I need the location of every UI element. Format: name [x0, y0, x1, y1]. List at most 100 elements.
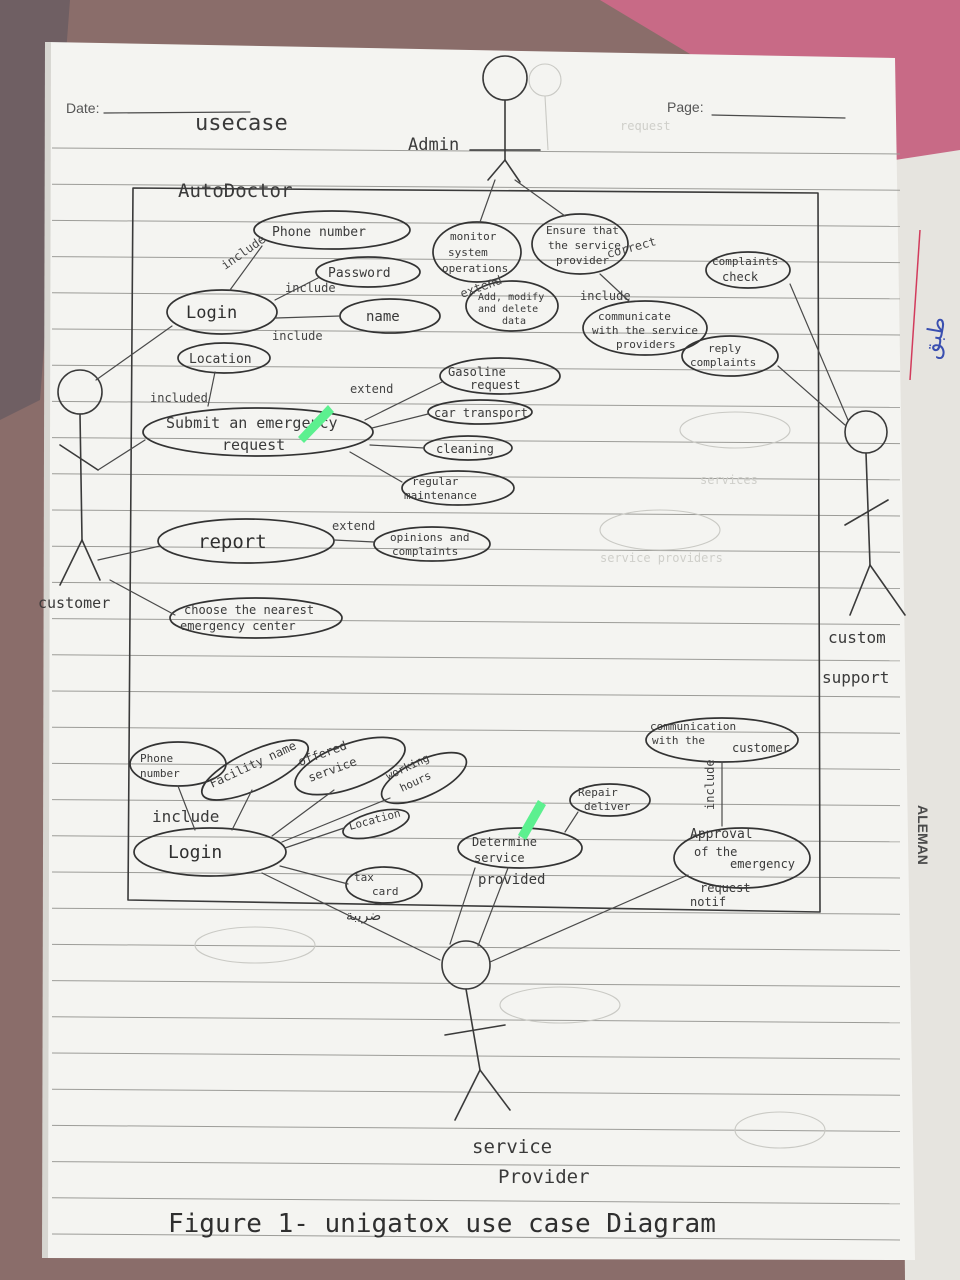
- brand-label: ALEMAN: [915, 805, 931, 865]
- svg-text:check: check: [722, 270, 759, 284]
- actor-provider-label-2: Provider: [498, 1166, 590, 1188]
- ruled-line: [51, 256, 901, 264]
- svg-text:services: services: [700, 473, 758, 487]
- svg-text:maintenance: maintenance: [404, 489, 477, 502]
- ruled-line: [51, 871, 901, 879]
- page-label: Page:: [667, 99, 704, 115]
- svg-text:include: include: [285, 281, 336, 295]
- svg-text:extend: extend: [350, 382, 393, 396]
- ruled-line: [51, 980, 901, 988]
- usecase-tax-card: tax card: [345, 866, 423, 904]
- svg-text:Phone number: Phone number: [272, 225, 366, 240]
- usecase-communicate-providers: communicate with the service providers: [582, 300, 708, 356]
- svg-text:opinions and: opinions and: [390, 531, 469, 544]
- paper: [45, 42, 915, 1260]
- usecase-submit-emergency: Submit an emergency request: [142, 405, 374, 457]
- ruled-line: [51, 183, 901, 191]
- svg-text:service: service: [474, 851, 525, 865]
- svg-text:communicate: communicate: [598, 310, 671, 323]
- usecase-complaints-check: complaints check: [705, 251, 791, 289]
- svg-text:Approval: Approval: [690, 827, 753, 842]
- usecase-approval-request: Approval of the emergency request notif: [673, 827, 811, 909]
- actor-customer-label: customer: [38, 594, 110, 612]
- next-page: [895, 150, 960, 1280]
- ruled-lines: [51, 147, 901, 1241]
- svg-text:Phone: Phone: [140, 752, 173, 765]
- usecase-car-transport: car transport: [427, 399, 533, 425]
- arabic-note: ضريبة: [346, 908, 381, 924]
- system-name: AutoDoctor: [178, 180, 292, 202]
- svg-text:report: report: [198, 531, 267, 553]
- date-label: Date:: [66, 100, 99, 116]
- svg-text:emergency center: emergency center: [180, 619, 296, 633]
- customer-associations: [95, 325, 176, 616]
- ruled-line: [51, 1197, 901, 1205]
- svg-text:extend: extend: [332, 519, 375, 533]
- svg-text:Login: Login: [186, 303, 237, 323]
- ruled-line: [51, 147, 901, 155]
- ruled-line: [51, 762, 901, 770]
- ruled-line: [51, 618, 901, 626]
- actor-provider-label-1: service: [472, 1136, 552, 1158]
- svg-text:name: name: [366, 309, 400, 325]
- ruled-line: [51, 1124, 901, 1132]
- ruled-line: [51, 835, 901, 843]
- usecase-choose-nearest: choose the nearest emergency center: [169, 597, 343, 639]
- ruled-line: [51, 219, 901, 227]
- actor-admin: [469, 55, 562, 183]
- svg-text:request: request: [620, 119, 671, 133]
- svg-text:provider: provider: [556, 254, 609, 267]
- svg-text:customer: customer: [732, 741, 790, 755]
- ruled-line: [51, 1052, 901, 1060]
- faint-background-drawings: services service providers request: [194, 119, 826, 1149]
- actor-support-label-1: custom: [828, 628, 886, 647]
- svg-text:Gasoline: Gasoline: [448, 365, 506, 379]
- paper-edge: [42, 41, 51, 1259]
- page-line: [711, 114, 846, 119]
- actor-customer: [57, 369, 103, 586]
- include-label-sp: include: [152, 807, 219, 826]
- svg-text:provided: provided: [478, 872, 545, 888]
- ruled-line: [51, 364, 901, 372]
- svg-text:Determine: Determine: [472, 835, 537, 849]
- svg-text:include: include: [580, 289, 631, 303]
- usecase-report: report: [157, 518, 335, 564]
- usecase-password: Password: [315, 256, 421, 288]
- svg-text:included: included: [150, 391, 208, 405]
- support-associations: [777, 283, 849, 426]
- svg-text:complaints: complaints: [712, 255, 778, 268]
- svg-text:include: include: [272, 329, 323, 343]
- usecase-monitor-operations: monitor system operations: [432, 221, 522, 283]
- usecase-sp-login: Login: [133, 827, 287, 877]
- usecase-phone-number: Phone number: [253, 210, 411, 250]
- ruled-line: [51, 473, 901, 481]
- svg-text:monitor: monitor: [450, 230, 497, 243]
- ruled-line: [51, 437, 901, 445]
- svg-text:communication: communication: [650, 720, 736, 733]
- date-line: [103, 111, 251, 114]
- svg-text:data: data: [502, 316, 526, 327]
- ruled-line: [51, 654, 901, 662]
- svg-text:request: request: [222, 436, 285, 454]
- svg-text:deliver: deliver: [584, 800, 631, 813]
- svg-text:the service: the service: [548, 239, 621, 252]
- svg-text:emergency: emergency: [730, 857, 795, 871]
- actor-customer-support: [844, 410, 906, 616]
- svg-text:complaints: complaints: [392, 545, 458, 558]
- highlight-mark-2: [518, 800, 546, 840]
- svg-text:tax: tax: [354, 871, 374, 884]
- svg-text:request: request: [700, 881, 751, 895]
- usecase-location: Location: [177, 342, 271, 374]
- actor-admin-label: Admin: [408, 135, 459, 155]
- svg-text:service providers: service providers: [600, 551, 723, 565]
- svg-text:Ensure that: Ensure that: [546, 224, 619, 237]
- ruled-line: [51, 1161, 901, 1169]
- svg-text:providers: providers: [616, 338, 676, 351]
- svg-text:Location: Location: [189, 352, 252, 367]
- actor-service-provider: [441, 940, 511, 1121]
- usecase-reply-complaints: reply complaints: [681, 335, 779, 377]
- usecase-determine-service: Determine service provided: [457, 800, 583, 888]
- ruled-line: [51, 545, 901, 553]
- svg-text:request: request: [470, 378, 521, 392]
